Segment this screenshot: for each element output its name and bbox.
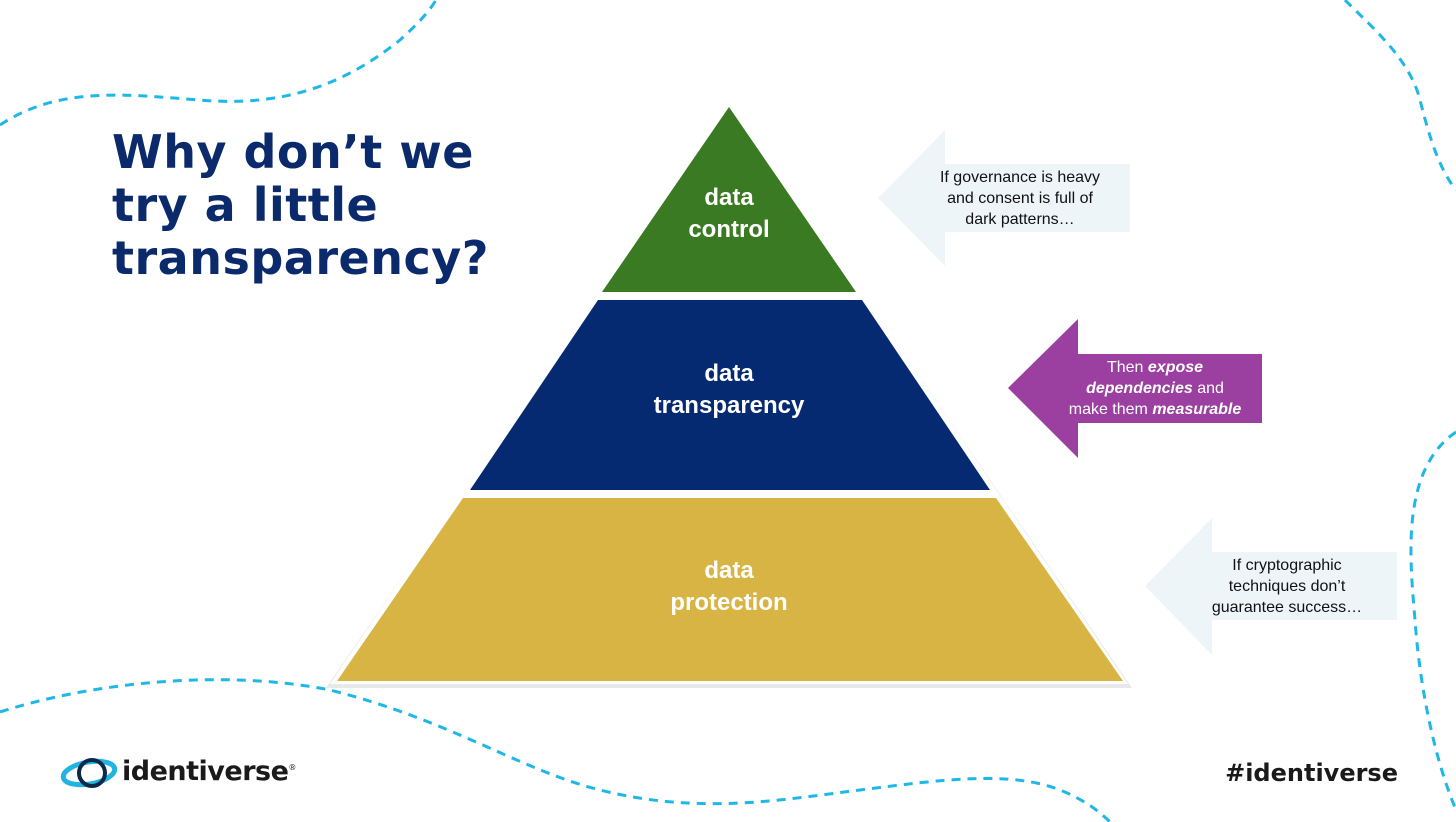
callout-bottom-line-2: techniques don’t [1228,578,1346,595]
brand-logo-text: identiverse® [122,756,296,787]
callout-middle-line-1: Then expose [1035,357,1275,378]
pyramid-label-control-line-1: data [704,184,754,211]
callout-text-top: If governance is heavy and consent is fu… [905,167,1135,230]
dashed-curve-bottom [0,678,1112,822]
callout-middle-suffix-2: and [1192,380,1224,397]
hashtag-label: #identiverse [1225,759,1398,787]
callout-middle-line-2: dependencies and [1035,378,1275,399]
pyramid-label-control: data control [629,182,829,246]
callout-bottom-line-3: guarantee success… [1211,599,1363,616]
dashed-curve-top-right [1343,0,1456,191]
pyramid-label-protection-line-1: data [704,557,754,584]
pyramid-label-transparency: data transparency [579,358,879,422]
slide-title: Why don’t we try a little transparency? [112,126,582,285]
dashed-curve-right [1409,430,1456,811]
pyramid-layer-control [602,107,856,292]
callout-top-line-1: If governance is heavy [939,169,1101,186]
pyramid-label-transparency-line-1: data [704,360,754,387]
pyramid-layer-protection [337,498,1123,681]
brand-name: identiverse [122,756,289,787]
slide-title-line-2: try a little [112,178,379,232]
callout-text-bottom: If cryptographic techniques don’t guaran… [1172,555,1402,618]
pyramid-label-protection-line-2: protection [670,589,788,616]
callout-middle-emphasis-2: dependencies [1086,380,1193,397]
callout-top-line-3: dark patterns… [965,211,1075,228]
slide-title-line-3: transparency? [112,231,489,285]
callout-top-line-2: and consent is full of [947,190,1093,207]
callout-arrow-bottom [1145,518,1397,655]
pyramid-label-protection: data protection [579,555,879,619]
identiverse-logo-icon [60,758,118,788]
callout-middle-line-3: make them measurable [1035,399,1275,420]
callout-middle-emphasis-1: expose [1147,359,1204,376]
pyramid-label-control-line-2: control [688,216,770,243]
dashed-curve-top-left [0,0,438,127]
callout-arrow-middle [1008,319,1262,458]
slide-title-line-1: Why don’t we [112,125,474,179]
callout-arrow-top [878,130,1130,266]
pyramid-layer-transparency [470,300,990,490]
pyramid-label-transparency-line-2: transparency [653,392,805,419]
callout-bottom-line-1: If cryptographic [1232,557,1342,574]
callout-middle-emphasis-3: measurable [1152,401,1242,418]
callout-text-middle: Then expose dependencies and make them m… [1035,357,1275,420]
brand-registered-mark: ® [288,763,296,772]
callout-middle-prefix-3: make them [1068,401,1153,418]
callout-middle-prefix-1: Then [1106,359,1148,376]
